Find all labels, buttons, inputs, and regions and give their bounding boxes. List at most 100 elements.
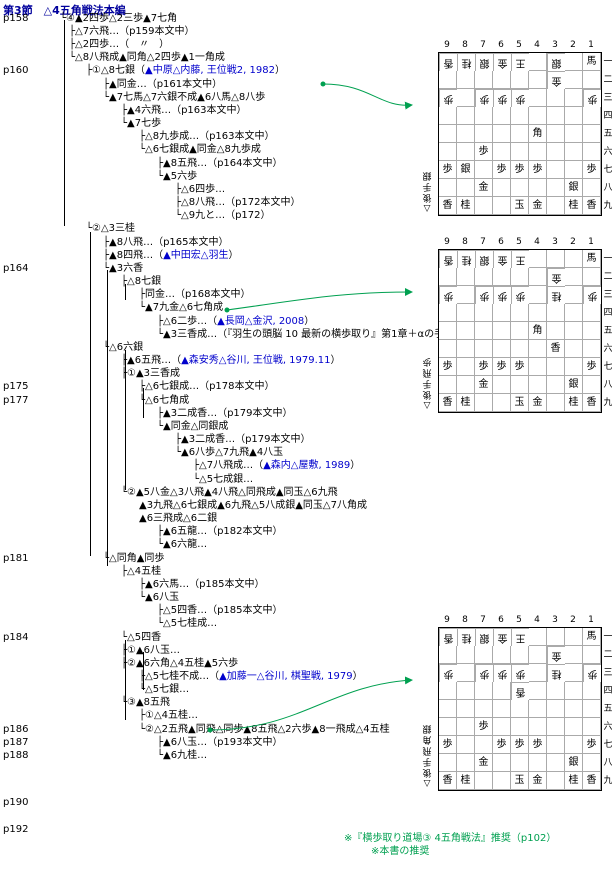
gote-hand-piece: 飛 (422, 367, 432, 377)
move-text: └▲7九金△6七角成 (139, 302, 224, 313)
board-file-number: 4 (534, 615, 540, 625)
board-square (511, 71, 529, 89)
move-text: ├▲6六馬…（p185本文中） (139, 579, 265, 590)
board-square (457, 71, 475, 89)
board-rank-number: 九 (603, 398, 612, 408)
game-reference: ▲長岡△金沢, 2008 (217, 316, 305, 327)
board-file-number: 6 (498, 615, 504, 625)
move-text: └▲5六歩 (157, 171, 198, 182)
board-square: 歩 (475, 143, 493, 161)
board-square (475, 71, 493, 89)
board-square (493, 376, 511, 394)
board-square (565, 89, 583, 107)
board-square (583, 143, 601, 161)
board-square (565, 358, 583, 376)
board-square (457, 125, 475, 143)
move-text: ├▲4六飛…（p163本文中） (121, 105, 247, 116)
board-square: 歩 (475, 89, 493, 107)
tree-move-line: ├▲6五飛…（▲森安秀△谷川, 王位戦, 1979.11） (121, 354, 341, 367)
gote-hand-piece: △ (423, 203, 431, 213)
tree-guide-line (107, 270, 108, 566)
board-square: 歩 (475, 718, 493, 736)
move-text-tail: ） (228, 250, 239, 261)
board-file-number: 5 (516, 40, 522, 50)
board-square (547, 250, 565, 268)
tree-move-line: ▲6三飛成△6二銀 (139, 512, 217, 525)
board-square: 歩 (511, 664, 529, 682)
board-square: 香 (439, 197, 457, 215)
gote-hand-piece: 後 (422, 767, 432, 777)
board-square: 歩 (583, 358, 601, 376)
board-rank-number: 八 (603, 380, 612, 390)
board-square (493, 322, 511, 340)
board-square: 桂 (457, 772, 475, 790)
board-square (529, 250, 547, 268)
page-label: p190 (3, 797, 29, 808)
board-square (439, 754, 457, 772)
board-rank-number: 一 (603, 254, 612, 264)
move-text-tail: ） (350, 460, 361, 471)
board-square (439, 682, 457, 700)
board-grid: 香桂銀金王馬金歩歩歩歩桂歩香歩歩歩歩歩歩金銀香桂玉金桂香 (438, 627, 602, 791)
board-square (583, 179, 601, 197)
board-square (475, 268, 493, 286)
board-square: 銀 (457, 161, 475, 179)
board-square (457, 107, 475, 125)
board-square (439, 107, 457, 125)
move-text: ├▲同金…（p161本文中） (103, 79, 223, 90)
tree-move-line: └△5七銀… (139, 683, 189, 696)
page-label: p187 (3, 737, 29, 748)
board-square (565, 107, 583, 125)
board-square (547, 143, 565, 161)
board-square: 歩 (493, 89, 511, 107)
tree-move-line: ├△8七銀 (121, 275, 161, 288)
board-square (565, 718, 583, 736)
board-square (493, 646, 511, 664)
gote-hand-piece: 手 (422, 378, 432, 388)
tree-guide-line (64, 20, 65, 226)
board-square (511, 340, 529, 358)
gote-hand-piece: 後 (422, 389, 432, 399)
board-square: 金 (547, 646, 565, 664)
board-square: 香 (547, 340, 565, 358)
board-square (457, 736, 475, 754)
move-text: ├①△4五桂… (139, 710, 199, 721)
tree-move-line: ├▲同金…（p161本文中） (103, 78, 222, 91)
board-square: 金 (529, 772, 547, 790)
board-file-number: 9 (444, 237, 450, 247)
move-text: ├▲8五飛…（p164本文中） (157, 158, 283, 169)
board-square: 香 (439, 53, 457, 71)
board-square (493, 772, 511, 790)
gote-hand-piece: 歩 (422, 356, 432, 366)
board-rank-number: 四 (603, 111, 612, 121)
board-square (511, 754, 529, 772)
page-label: p188 (3, 750, 29, 761)
board-square (457, 646, 475, 664)
page-label: p186 (3, 724, 29, 735)
board-square: 桂 (457, 53, 475, 71)
board-square (457, 376, 475, 394)
game-reference: ▲中田宏△羽生 (163, 250, 229, 261)
tree-move-line: └△6七銀成▲同金△8九歩成 (139, 143, 261, 156)
arrow-origin-dot (224, 307, 230, 313)
board-square: 歩 (475, 358, 493, 376)
board-square (547, 772, 565, 790)
board-square: 歩 (583, 89, 601, 107)
board-square: 金 (493, 250, 511, 268)
move-text: ├△6二歩…（ (157, 316, 218, 327)
board-square: 金 (475, 179, 493, 197)
recommendation-note: ※本書の推奨 (371, 846, 430, 857)
board-square (439, 322, 457, 340)
board-square (565, 664, 583, 682)
board-square (547, 682, 565, 700)
board-file-number: 5 (516, 237, 522, 247)
gote-hand-piece: 飛 (422, 745, 432, 755)
board-square: 角 (529, 322, 547, 340)
board-square: 香 (439, 250, 457, 268)
board-file-number: 1 (588, 237, 594, 247)
board-link-arrow (322, 83, 413, 110)
move-text: ▲3九飛△6七銀成▲6九飛△5八成銀▲同玉△7八角成 (139, 500, 367, 511)
tree-move-line: ▲3九飛△6七銀成▲6九飛△5八成銀▲同玉△7八角成 (139, 499, 367, 512)
board-square (511, 268, 529, 286)
board-square: 王 (511, 250, 529, 268)
